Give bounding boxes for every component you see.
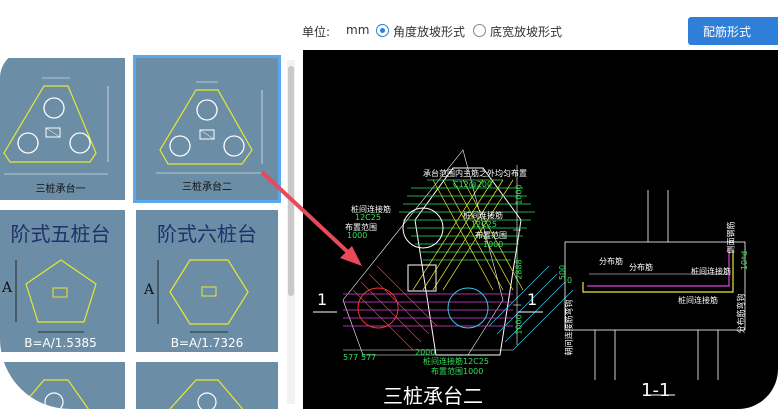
section-title: 1-1 [641, 380, 671, 401]
dim-a-label: A [144, 282, 155, 298]
section-dist-label-2: 分布筋 [629, 263, 653, 272]
gallery-item-formula: B=A/1.5385 [24, 336, 97, 350]
gallery-item-caption: 三桩承台二 [182, 182, 232, 193]
gallery-item-caption: 三桩承台一 [35, 184, 86, 195]
angle-slope-radio[interactable] [376, 24, 389, 37]
toolbar: 单位: mm 角度放坡形式 底宽放坡形式 配筋形式 [0, 0, 778, 50]
top-note: 承台范围内主筋之外均匀布置 [423, 169, 527, 178]
left-range-label: 布置范围 [345, 223, 377, 232]
section-pile-label: 桩间连接筋 [691, 267, 731, 276]
dim-h1: 577 [343, 353, 359, 362]
gallery-item-partial-2[interactable] [136, 362, 278, 409]
gallery-item-stepped-six-pile-cap[interactable]: 阶式六桩台 A B=A/1.7326 [136, 210, 278, 352]
partial-cap-diagram [169, 379, 244, 409]
three-pile-cap-1-diagram [3, 77, 109, 175]
angle-slope-label[interactable]: 角度放坡形式 [393, 25, 466, 39]
unit-label: 单位: [302, 25, 331, 39]
section-mark-right: 1 [527, 290, 538, 309]
rebar-config-button[interactable]: 配筋形式 [688, 17, 778, 45]
three-pile-cap-2-diagram [156, 81, 263, 174]
dim-h2: 577 [361, 353, 377, 362]
dim-h3: 2000 [415, 348, 436, 357]
pentagon-cap-diagram [15, 259, 97, 333]
bottom-range-label: 布置范围1000 [431, 367, 484, 376]
section-dist-label-1: 分布筋 [599, 257, 623, 266]
left-rebar-spec: 12C25 [355, 213, 381, 222]
dim-a-label: A [2, 280, 13, 296]
top-rebar-spec: C12@200 [453, 180, 493, 189]
section-pile-label-2: 桩间连接筋 [678, 296, 718, 305]
mid-range-label: 布置范围 [475, 231, 507, 240]
bottom-rebar-label: 桩间连接筋12C25 [423, 357, 489, 366]
drawing-title: 三桩承台二 [383, 384, 483, 408]
left-rebar-label: 桩间连接筋 [351, 205, 391, 214]
gallery-item-three-pile-cap-1[interactable]: 三桩承台一 [0, 58, 125, 200]
rebar-plan-drawing [313, 149, 746, 396]
left-range-value: 1000 [347, 231, 368, 240]
mid-rebar-spec: 12C25 [471, 220, 497, 229]
gallery-item-formula: B=A/1.7326 [170, 336, 244, 350]
section-0-label: 0 [567, 276, 573, 285]
unit-value: mm [346, 23, 370, 37]
mid-range-value: 1000 [483, 240, 504, 249]
gallery-item-partial-1[interactable] [0, 362, 125, 409]
gallery-scrollbar-thumb[interactable] [288, 66, 294, 296]
gallery-item-title: 阶式六桩台 [157, 222, 257, 246]
bottom-width-slope-label[interactable]: 底宽放坡形式 [490, 25, 563, 39]
hexagon-cap-diagram [157, 259, 249, 333]
pile-cap-gallery: 三桩承台一 三桩承台二 阶式五桩台 A B=A/1.5385 阶式六桩台 [0, 50, 303, 409]
gallery-item-stepped-five-pile-cap[interactable]: 阶式五桩台 A B=A/1.5385 [0, 210, 125, 352]
bottom-width-slope-radio[interactable] [473, 24, 486, 37]
cad-drawing-panel: 承台范围内主筋之外均匀布置 C12@200 桩间连接筋 12C25 布置范围 1… [303, 50, 778, 409]
section-mark-left: 1 [317, 290, 328, 309]
gallery-item-three-pile-cap-2[interactable]: 三桩承台二 [133, 55, 281, 203]
mid-rebar-label: 桩间连接筋 [463, 211, 503, 220]
gallery-item-title: 阶式五桩台 [10, 222, 111, 246]
partial-cap-diagram [18, 379, 90, 409]
